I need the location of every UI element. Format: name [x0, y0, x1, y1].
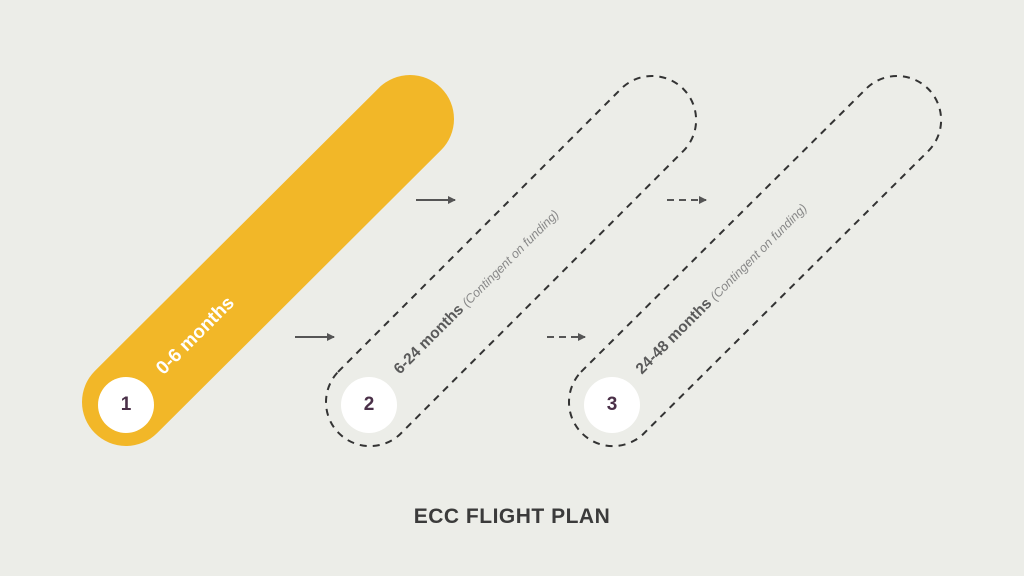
phase-1-number: 1	[120, 394, 132, 415]
phase-3-number-badge: 3	[584, 377, 640, 433]
diagram-title: ECC FLIGHT PLAN	[413, 505, 611, 528]
phase-2-number-badge: 2	[341, 377, 397, 433]
phase-1-pill	[82, 75, 454, 446]
phase-3-pill	[567, 74, 943, 448]
phase-1-number-badge: 1	[98, 377, 154, 433]
phase-2-pill	[324, 74, 698, 448]
phase-3-number: 3	[606, 394, 618, 415]
phase-2-number: 2	[363, 394, 375, 415]
